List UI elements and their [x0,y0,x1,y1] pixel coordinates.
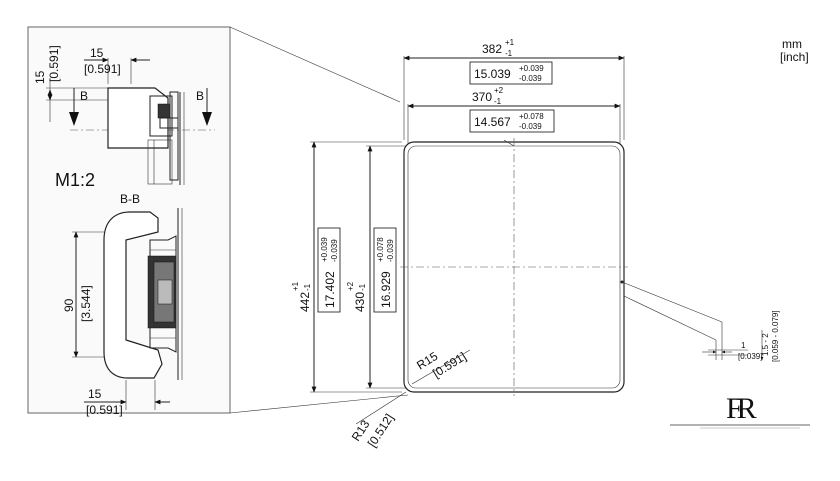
section-letter-left: B [80,89,88,103]
inner-height-mm: 430 [353,292,367,312]
dim-top-horiz-in: [0.591] [84,62,121,76]
dim-top-vert-in: [0.591] [47,45,61,82]
dim-bottom-in: [0.591] [86,403,123,417]
detail-leader-bottom [229,394,409,414]
dim-inner-height: 430 +2 -1 16.929 +0.078 -0.039 [346,145,406,389]
frame-mechanism-section [147,208,183,380]
outer-width-tol-dn: -1 [505,49,513,58]
frame-mechanism-top [147,91,185,185]
inner-height-in-tol-dn: -0.039 [386,239,395,262]
inner-width-in: 14.567 [474,115,511,129]
inner-width-in-tol-up: +0.078 [519,112,544,121]
inner-width-in-tol-dn: -0.039 [519,122,542,131]
outer-width-in-tol-dn: -0.039 [519,74,542,83]
outer-height-in-box [317,227,341,313]
dim-top-horiz-mm: 15 [90,46,104,60]
units-inch: [inch] [780,50,809,64]
inner-width-tol-up: +2 [494,86,504,95]
outer-height-in: 17.402 [323,271,337,308]
dim-outer-width: 382 +1 -1 15.039 +0.039 -0.039 [403,38,625,140]
dim-top-vert-mm: 15 [33,70,47,84]
dim-height-in: [3.544] [79,285,93,322]
outer-height-tol-dn: -1 [303,283,312,291]
outer-height-mm: 442 [298,292,312,312]
inner-width-in-box [469,109,555,133]
outer-width-in-tol-up: +0.039 [519,64,544,73]
inner-width-tol-dn: -1 [494,97,502,106]
units-mm: mm [782,37,802,51]
gap-mm: 1 [741,341,746,350]
section-label: B-B [120,192,140,206]
detail-scale: M1:2 [55,170,95,190]
outer-width-in: 15.039 [474,67,511,81]
section-letter-right: B [196,89,204,103]
outer-height-tol-up: +1 [291,281,300,291]
dim-bottom-mm: 15 [88,387,102,401]
inner-height-tol-dn: -1 [358,283,367,291]
inner-height-in: 16.929 [379,271,393,308]
inner-height-in-tol-up: +0.078 [376,237,385,262]
inner-height-tol-up: +2 [346,281,355,291]
brand-logo: FR [670,392,810,429]
thickness-mm: 1.5 - 2 [761,333,770,356]
outer-width-in-box [469,61,553,85]
section-marker-left: B [69,88,88,126]
gasket-profile-top [107,87,169,149]
outer-height-in-tol-up: +0.039 [320,237,329,262]
gasket-profile-section [103,211,163,379]
logo-mark: FR [726,392,757,425]
outer-width-mm: 382 [482,42,502,56]
inner-height-in-box [373,227,397,313]
outer-width-tol-up: +1 [505,38,515,47]
outer-height-in-tol-dn: -0.039 [330,239,339,262]
radius-outer-in: [0.512] [365,411,397,449]
dim-radius-outer: R13 [0.512] [349,391,407,450]
dim-height-mm: 90 [62,298,76,312]
detail-height-dim: 90 [3.544] [62,231,104,358]
dim-inner-width: 370 +2 -1 14.567 +0.078 -0.039 [407,86,621,147]
gap-in: [0.039] [738,352,762,361]
section-marker-right: B [196,88,212,126]
thickness-in: [0.059 - 0.079] [771,310,780,362]
inner-width-mm: 370 [472,90,492,104]
dim-outer-height: 442 +1 -1 17.402 +0.039 -0.039 [291,141,402,393]
detail-leader-top [229,26,401,103]
detail-top-dims: 15 [0.591] 15 [0.591] [33,45,150,122]
edge-detail: 1 [0.039] 1.5 - 2 [0.059 - 0.079] [620,280,780,362]
detail-bottom-dim: 15 [0.591] [84,380,170,417]
